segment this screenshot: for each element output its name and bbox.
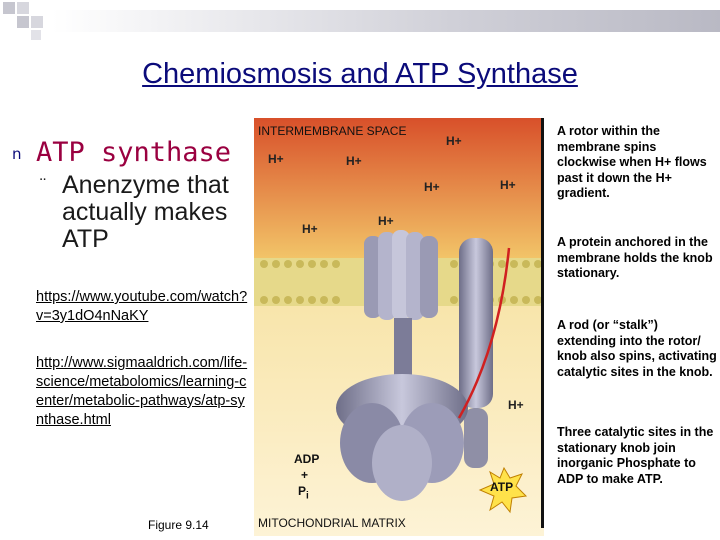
sub-bullet-marker: ¨ <box>40 175 46 195</box>
mitochondrial-matrix-label: MITOCHONDRIAL MATRIX <box>258 516 406 530</box>
callout-rotor: A rotor within the membrane spins clockw… <box>557 124 707 200</box>
plus-sign: + <box>301 468 309 482</box>
atp-synthase-heading: ATP synthase <box>36 137 232 168</box>
youtube-link[interactable]: https://www.youtube.com/watch?v=3y1dO4nN… <box>36 289 248 324</box>
atp-label: ATP <box>490 480 514 494</box>
h-plus-ion-4: H+ <box>424 180 440 194</box>
adp-label: ADP <box>294 452 320 466</box>
atp-synthase-illustration <box>254 118 544 536</box>
enzyme-description: Anenzyme that actually makes ATP <box>62 171 229 253</box>
decor-square-3 <box>17 16 29 28</box>
top-decor-bar <box>52 10 720 32</box>
callout-stator: A protein anchored in the membrane holds… <box>557 235 713 280</box>
h-plus-ion-3: H+ <box>446 134 462 148</box>
h-plus-ion-2: H+ <box>346 154 362 168</box>
decor-square-5 <box>31 30 41 40</box>
h-plus-ion-1: H+ <box>268 152 284 166</box>
decor-square-1 <box>3 2 15 14</box>
h-plus-ion-5: H+ <box>500 178 516 192</box>
atp-synthase-diagram: INTERMEMBRANE SPACE MITOCHONDRIAL MATRIX… <box>254 118 544 536</box>
slide-title: Chemiosmosis and ATP Synthase <box>142 58 578 90</box>
intermembrane-space-label: INTERMEMBRANE SPACE <box>258 124 407 138</box>
h-plus-ion-8: H+ <box>508 398 524 412</box>
decor-square-2 <box>17 2 29 14</box>
phosphate-label: Pi <box>298 484 309 502</box>
figure-label: Figure 9.14 <box>148 518 209 532</box>
h-plus-ion-6: H+ <box>302 222 318 236</box>
sigma-aldrich-link[interactable]: http://www.sigmaaldrich.com/life-science… <box>36 355 248 428</box>
callout-stalk: A rod (or “stalk”) extending into the ro… <box>557 318 717 379</box>
decor-square-4 <box>31 16 43 28</box>
h-plus-ion-7: H+ <box>378 214 394 228</box>
callout-catalytic-knob: Three catalytic sites in the stationary … <box>557 425 714 486</box>
main-bullet-marker: n <box>12 145 22 163</box>
callout-divider <box>541 118 544 528</box>
